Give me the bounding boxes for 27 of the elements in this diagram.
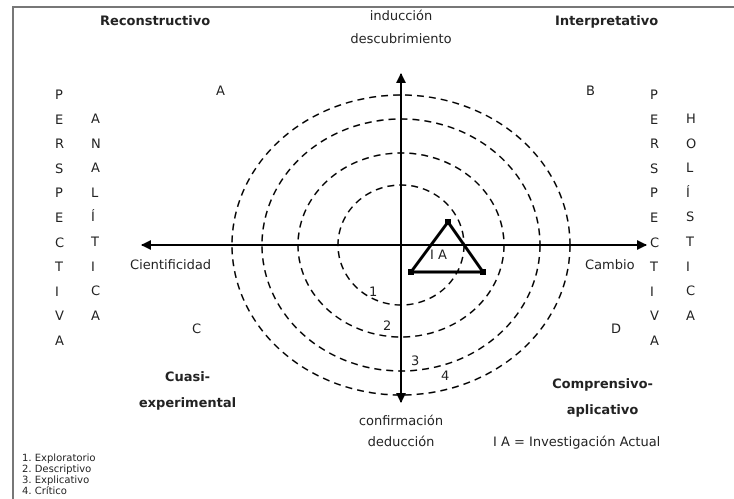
heading: Reconstructivo — [100, 14, 210, 30]
axis-label: Cientificidad — [130, 258, 212, 274]
axis-label: confirmación — [358, 414, 444, 430]
legend-item: 2. Descriptivo — [22, 464, 92, 475]
quadrant-letter: B — [586, 84, 595, 100]
vertical-text: PERSPECTIVA — [650, 87, 658, 351]
note: I A = Investigación Actual — [493, 435, 660, 451]
axis-label: descubrimiento — [350, 32, 452, 48]
ring-number: 4 — [441, 369, 450, 385]
vertical-text: ANALÍTICA — [91, 111, 100, 326]
legend-item: 3. Explicativo — [22, 475, 90, 486]
axis-label: inducción — [370, 9, 432, 25]
quadrant-name: Cuasi-experimental — [138, 369, 238, 413]
ring-number: 2 — [383, 319, 392, 335]
quadrant-letter: A — [216, 84, 225, 100]
axis-label: Cambio — [585, 258, 635, 274]
ring-number: 1 — [369, 285, 378, 301]
vertical-text: HOLÍSTICA — [686, 111, 694, 326]
legend-item: 4. Crítico — [22, 486, 67, 497]
quadrant-name: Comprensivo-aplicativo — [551, 376, 654, 420]
legend-item: 1. Exploratorio — [22, 453, 96, 464]
quadrant-letter: D — [611, 322, 622, 338]
ring-number: 3 — [411, 354, 420, 370]
vertical-text: PERSPECTIVA — [55, 87, 64, 351]
heading: Interpretativo — [555, 14, 658, 30]
axis-label: deducción — [368, 435, 434, 451]
quadrant-letter: C — [192, 322, 202, 338]
